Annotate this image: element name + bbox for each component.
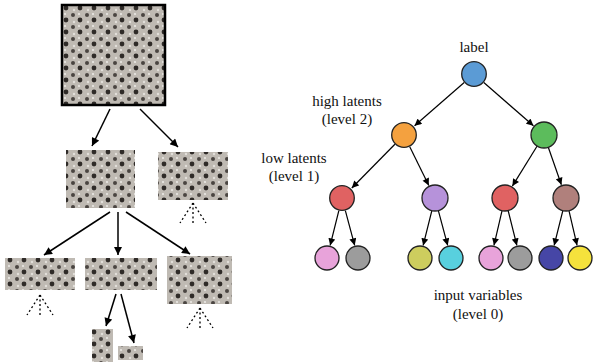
level-label: label bbox=[459, 38, 488, 56]
tree-arrow bbox=[494, 211, 502, 246]
circle-shape bbox=[329, 185, 355, 211]
variable-circle bbox=[568, 246, 592, 270]
variable-circle bbox=[392, 123, 417, 148]
variable-circle bbox=[479, 246, 503, 270]
drawing bbox=[199, 308, 200, 328]
arrow bbox=[140, 109, 178, 147]
tree-arrow bbox=[508, 211, 517, 246]
variable-circle bbox=[346, 246, 370, 270]
drawing bbox=[180, 203, 193, 223]
dotted-fan bbox=[27, 295, 213, 328]
tree-arrow bbox=[484, 83, 534, 126]
photo bbox=[92, 329, 113, 362]
arrow bbox=[126, 212, 190, 254]
arrow bbox=[121, 294, 134, 343]
variable-circle bbox=[422, 185, 448, 211]
drawing bbox=[187, 308, 200, 328]
variable-circle bbox=[439, 246, 463, 270]
level-label: high latents (level 2) bbox=[307, 92, 387, 128]
variable-circle bbox=[315, 246, 339, 270]
photo bbox=[62, 5, 165, 105]
photo bbox=[85, 258, 157, 290]
photo bbox=[66, 150, 135, 208]
variable-node: low latents (level 1) bbox=[329, 185, 355, 211]
tree-arrow bbox=[569, 211, 577, 246]
drawing bbox=[40, 295, 53, 315]
arrow bbox=[117, 212, 119, 255]
variable-circle bbox=[531, 122, 557, 148]
variable-node: high latents (level 2) bbox=[391, 122, 417, 148]
variable-circle bbox=[408, 246, 432, 270]
photo bbox=[5, 258, 75, 290]
tree-arrow bbox=[423, 211, 432, 246]
arrow bbox=[44, 212, 110, 255]
drawing bbox=[200, 308, 213, 328]
drawing bbox=[192, 203, 193, 223]
variable-circle bbox=[330, 186, 355, 211]
variable-circle bbox=[508, 246, 532, 270]
arrow bbox=[92, 109, 110, 146]
photo bbox=[167, 256, 232, 304]
tree-arrow bbox=[512, 146, 537, 186]
variable-circle bbox=[553, 185, 579, 211]
tree-arrow bbox=[345, 211, 354, 246]
circle-shape bbox=[391, 122, 417, 148]
variable-node: label bbox=[461, 61, 487, 87]
arrow bbox=[106, 294, 116, 326]
tree-arrow bbox=[548, 147, 561, 185]
drawing bbox=[193, 203, 206, 223]
variable-circle bbox=[539, 246, 563, 270]
tree-arrow bbox=[352, 144, 395, 188]
circle-shape bbox=[461, 61, 487, 87]
tree-arrow bbox=[410, 147, 429, 186]
tree-arrow bbox=[415, 83, 465, 126]
tree-arrow bbox=[554, 211, 563, 246]
tree-arrow bbox=[438, 211, 447, 246]
variable-circle bbox=[492, 185, 518, 211]
variable-circle bbox=[462, 62, 487, 87]
row-label: input variables (level 0) bbox=[418, 286, 538, 324]
drawing bbox=[27, 295, 40, 315]
photo bbox=[158, 152, 228, 200]
drawing bbox=[39, 295, 40, 315]
photo bbox=[118, 346, 143, 360]
level-label: low latents (level 1) bbox=[254, 149, 334, 185]
dotted-fan bbox=[180, 203, 206, 223]
tree-arrow bbox=[330, 211, 339, 246]
